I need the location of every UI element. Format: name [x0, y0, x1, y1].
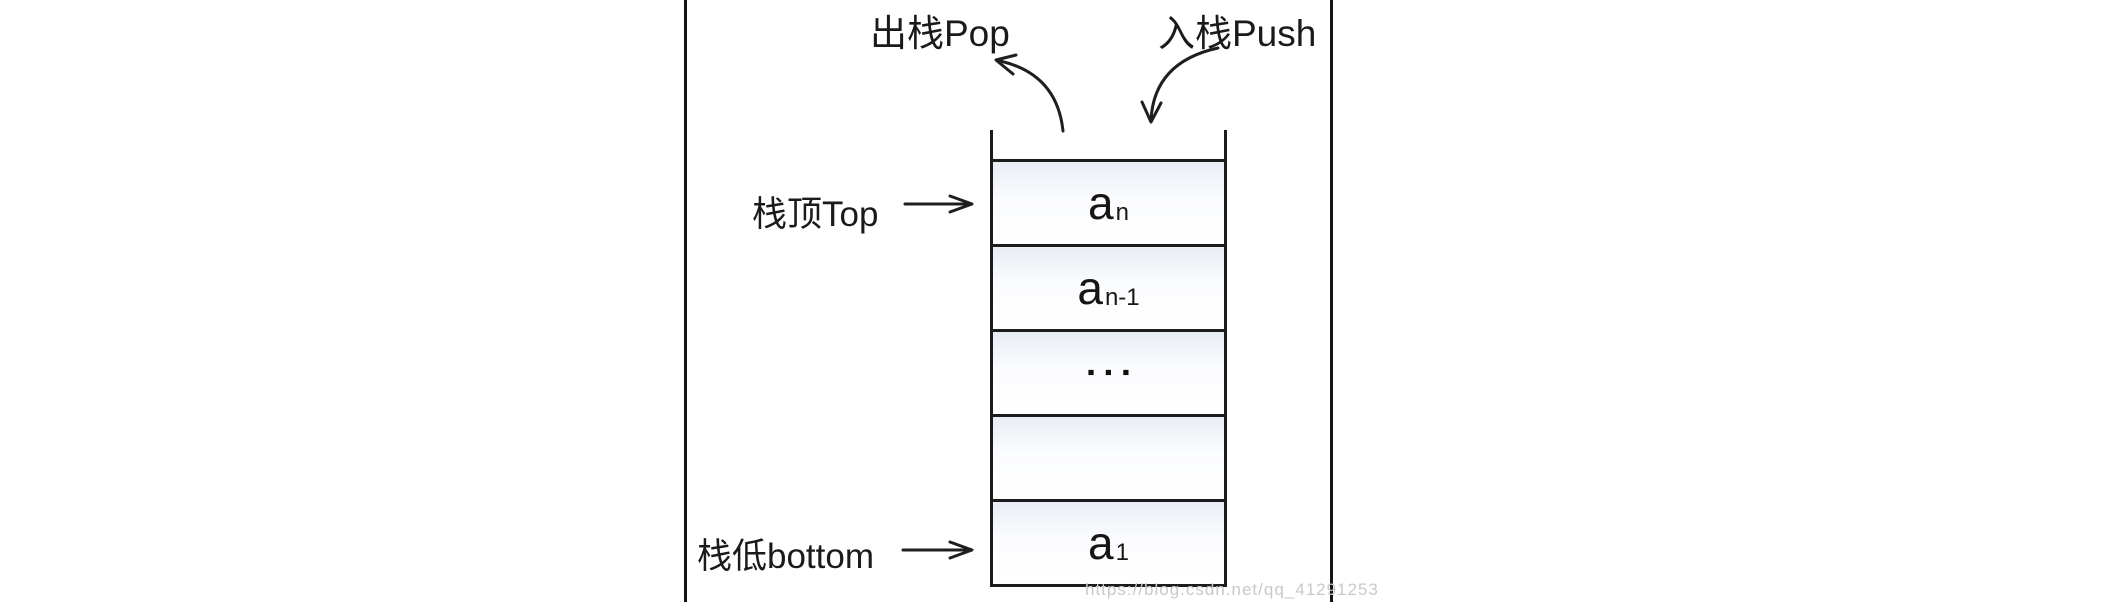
cell-a1-value: a	[1088, 517, 1114, 569]
stack-cell-empty	[993, 414, 1224, 499]
cell-a1-subscript: 1	[1115, 539, 1129, 566]
cell-an-value: a	[1088, 177, 1114, 229]
frame-left-border	[684, 0, 687, 602]
pop-label: 出栈Pop	[870, 13, 1010, 54]
stack-cell-ellipsis: ▪▪▪	[993, 329, 1224, 414]
cell-an-1-value: a	[1077, 262, 1103, 314]
stack-mouth	[993, 130, 1224, 159]
cell-an-subscript: n	[1115, 199, 1129, 226]
top-pointer-arrow	[903, 194, 974, 214]
stack-bottom-label: 栈低bottom	[697, 537, 874, 576]
stack-top-label: 栈顶Top	[752, 195, 879, 234]
pop-arrow	[994, 53, 1065, 133]
push-label: 入栈Push	[1158, 13, 1317, 54]
cell-an-1-subscript: n-1	[1104, 284, 1140, 311]
push-arrow	[1140, 46, 1220, 124]
frame-right-border	[1330, 0, 1333, 602]
ellipsis-dots: ▪▪▪	[1087, 361, 1140, 384]
watermark-url: https://blog.csdn.net/qq_41291253	[1085, 580, 1379, 599]
bottom-pointer-arrow	[901, 540, 974, 560]
